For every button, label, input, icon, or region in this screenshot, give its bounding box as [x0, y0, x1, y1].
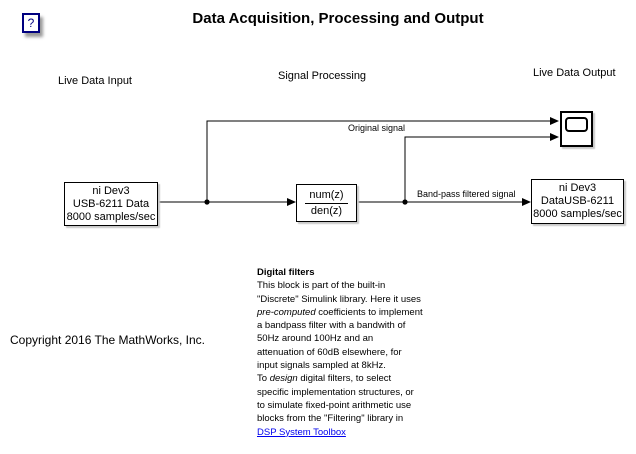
block-analog-input[interactable]: ni Dev3 USB-6211 Data 8000 samples/sec	[64, 182, 158, 226]
arrowhead-into-sink	[522, 198, 531, 206]
annotation-line: 50Hz around 100Hz and an	[257, 333, 374, 345]
arrowhead-into-filter	[287, 198, 296, 206]
question-mark-icon: ?	[27, 16, 35, 30]
annotation-line: a bandpass filter with a bandwith of	[257, 320, 406, 332]
annotation-heading: Digital filters	[257, 267, 315, 278]
section-label-live-data-input: Live Data Input	[58, 75, 132, 87]
annotation-text: To	[257, 373, 270, 385]
filter-numerator: num(z)	[305, 189, 348, 204]
annotation-line: pre-computed coefficients to implement	[257, 306, 447, 319]
branch-dot-1	[204, 199, 210, 205]
signal-label-bandpass: Band-pass filtered signal	[417, 189, 516, 199]
annotation-line: to simulate fixed-point arithmetic use	[257, 399, 412, 411]
block-scope[interactable]	[560, 111, 593, 147]
block-label-line: 8000 samples/sec	[66, 210, 156, 223]
annotation-digital-filters: Digital filters This block is part of th…	[257, 266, 447, 439]
annotation-line: To design digital filters, to select	[257, 372, 447, 385]
section-label-signal-processing: Signal Processing	[278, 70, 367, 82]
block-label-line: DataUSB-6211	[540, 195, 615, 207]
block-label-line: 8000 samples/sec	[533, 208, 622, 220]
page-title: Data Acquisition, Processing and Output	[192, 10, 484, 27]
annotation-line: specific implementation structures, or	[257, 386, 414, 398]
annotation-italic: pre-computed	[257, 306, 316, 318]
scope-screen-icon	[565, 117, 588, 132]
block-label-line: ni Dev3	[92, 184, 130, 197]
signal-label-original: Original signal	[348, 123, 406, 133]
block-analog-output[interactable]: ni Dev3 DataUSB-6211 8000 samples/sec	[531, 179, 624, 224]
annotation-line: This block is part of the built-in	[257, 280, 386, 292]
annotation-italic: design	[269, 373, 298, 385]
annotation-line: blocks from the "Filtering" library in	[257, 413, 404, 425]
block-label-line: ni Dev3	[558, 182, 597, 194]
block-label-line: USB-6211 Data	[72, 197, 150, 210]
annotation-line: attenuation of 60dB elsewhere, for	[257, 346, 402, 358]
annotation-text: coefficients to implement	[315, 306, 423, 318]
annotation-line: input signals sampled at 8kHz.	[257, 360, 386, 372]
copyright-text: Copyright 2016 The MathWorks, Inc.	[10, 333, 205, 347]
annotation-line: "Discrete" Simulink library. Here it use…	[257, 293, 421, 305]
block-discrete-filter[interactable]: num(z) den(z)	[296, 184, 357, 222]
help-button[interactable]: ?	[22, 13, 40, 33]
annotation-text: digital filters, to select	[297, 373, 392, 385]
arrowhead-into-scope-1	[550, 117, 559, 125]
filter-denominator: den(z)	[310, 204, 343, 217]
dsp-system-toolbox-link[interactable]: DSP System Toolbox	[257, 426, 346, 438]
section-label-live-data-output: Live Data Output	[533, 67, 616, 79]
arrowhead-into-scope-2	[550, 133, 559, 141]
branch-dot-2	[402, 199, 408, 205]
